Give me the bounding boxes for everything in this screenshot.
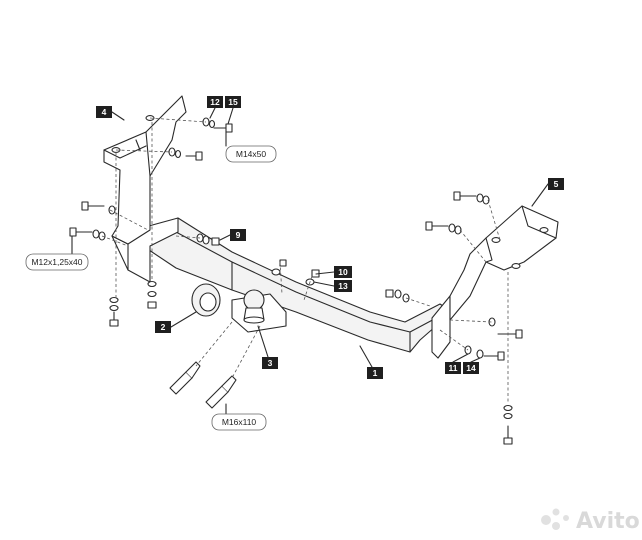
- svg-text:2: 2: [161, 322, 166, 332]
- tag-leaders: [111, 107, 549, 368]
- svg-text:3: 3: [268, 358, 273, 368]
- tag-part-2: 2: [155, 321, 171, 333]
- svg-text:M16x110: M16x110: [222, 417, 257, 427]
- spec-label-m14x50: M14x50: [225, 131, 277, 163]
- svg-text:12: 12: [210, 97, 220, 107]
- svg-text:5: 5: [554, 179, 559, 189]
- svg-text:14: 14: [466, 363, 476, 373]
- tag-part-15: 15: [225, 96, 241, 108]
- tow-ball-part-3: [243, 289, 265, 324]
- svg-text:M12x1,25x40: M12x1,25x40: [31, 257, 82, 267]
- assembly-lines: [101, 117, 509, 404]
- svg-text:9: 9: [236, 230, 241, 240]
- crossbar-part-1: [111, 217, 453, 359]
- svg-text:M14x50: M14x50: [236, 149, 267, 159]
- m16-bolts: [169, 361, 237, 409]
- svg-text:4: 4: [102, 107, 107, 117]
- tag-part-5: 5: [548, 178, 564, 190]
- tag-part-11: 11: [445, 362, 461, 374]
- tag-part-9: 9: [230, 229, 246, 241]
- svg-text:15: 15: [228, 97, 238, 107]
- right-bracket-part-5: [449, 205, 559, 321]
- tag-part-12: 12: [207, 96, 223, 108]
- tag-part-13: 13: [334, 280, 352, 292]
- spec-label-m12x125x40: M12x1,25x40: [25, 235, 89, 271]
- svg-text:11: 11: [449, 363, 458, 373]
- svg-text:10: 10: [338, 267, 348, 277]
- svg-text:Avito: Avito: [576, 509, 640, 534]
- tag-part-14: 14: [463, 362, 479, 374]
- fasteners: [69, 117, 523, 445]
- tag-part-10: 10: [334, 266, 352, 278]
- avito-watermark: Avito: [541, 508, 640, 534]
- tag-part-1: 1: [367, 367, 383, 379]
- tag-part-3: 3: [262, 357, 278, 369]
- tag-part-4: 4: [96, 106, 112, 118]
- svg-text:1: 1: [373, 368, 378, 378]
- svg-text:13: 13: [338, 281, 348, 291]
- spec-label-m16x110: M16x110: [211, 403, 267, 431]
